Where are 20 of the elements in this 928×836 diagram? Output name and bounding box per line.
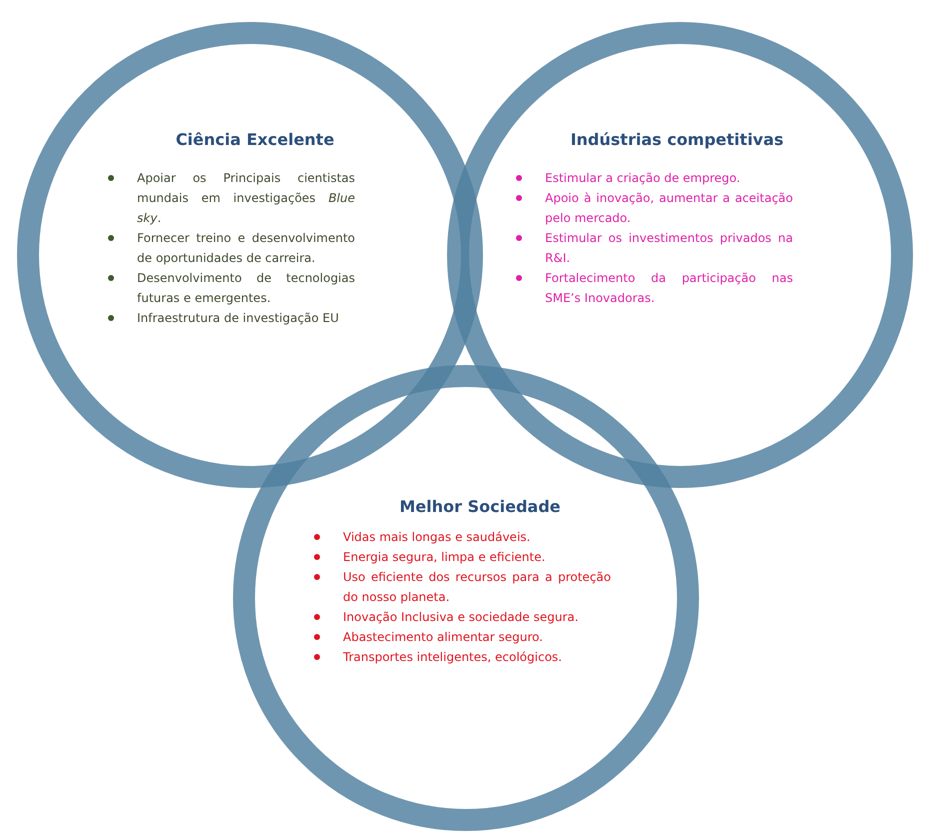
bullet-item: Estimular os investimentos privados na R&I. bbox=[513, 228, 793, 268]
bullet-item: Uso eficiente dos recursos para a proteção do nosso planeta. bbox=[311, 567, 611, 607]
bullet-item: Fornecer treino e desenvolvimento de oportunidades de carreira. bbox=[105, 228, 355, 268]
bullet-item: Apoiar os Principais cientistas mundais em investigações Blue sky. bbox=[105, 168, 355, 228]
venn-circle bbox=[17, 22, 483, 488]
bullet-item: Infraestrutura de investigação EU bbox=[105, 308, 355, 328]
bullet-item: Apoio à inovação, aumentar a aceitação pelo mercado. bbox=[513, 188, 793, 228]
bullet-item: Transportes inteligentes, ecológicos. bbox=[311, 647, 611, 667]
bullet-item: Vidas mais longas e saudáveis. bbox=[311, 527, 611, 547]
bullet-item: Energia segura, limpa e eficiente. bbox=[311, 547, 611, 567]
circle-title: Indústrias competitivas bbox=[570, 130, 784, 149]
bullet-item: Inovação Inclusiva e sociedade segura. bbox=[311, 607, 611, 627]
circle-title: Ciência Excelente bbox=[176, 130, 334, 149]
bullet-item: Desenvolvimento de tecnologias futuras e emergentes. bbox=[105, 268, 355, 308]
venn-circle bbox=[447, 22, 913, 488]
venn-circle bbox=[233, 365, 699, 831]
bullet-item: Fortalecimento da participação nas SME’s Inovadoras. bbox=[513, 268, 793, 308]
bullet-item: Estimular a criação de emprego. bbox=[513, 168, 793, 188]
circle-title: Melhor Sociedade bbox=[400, 497, 560, 516]
bullet-item: Abastecimento alimentar seguro. bbox=[311, 627, 611, 647]
